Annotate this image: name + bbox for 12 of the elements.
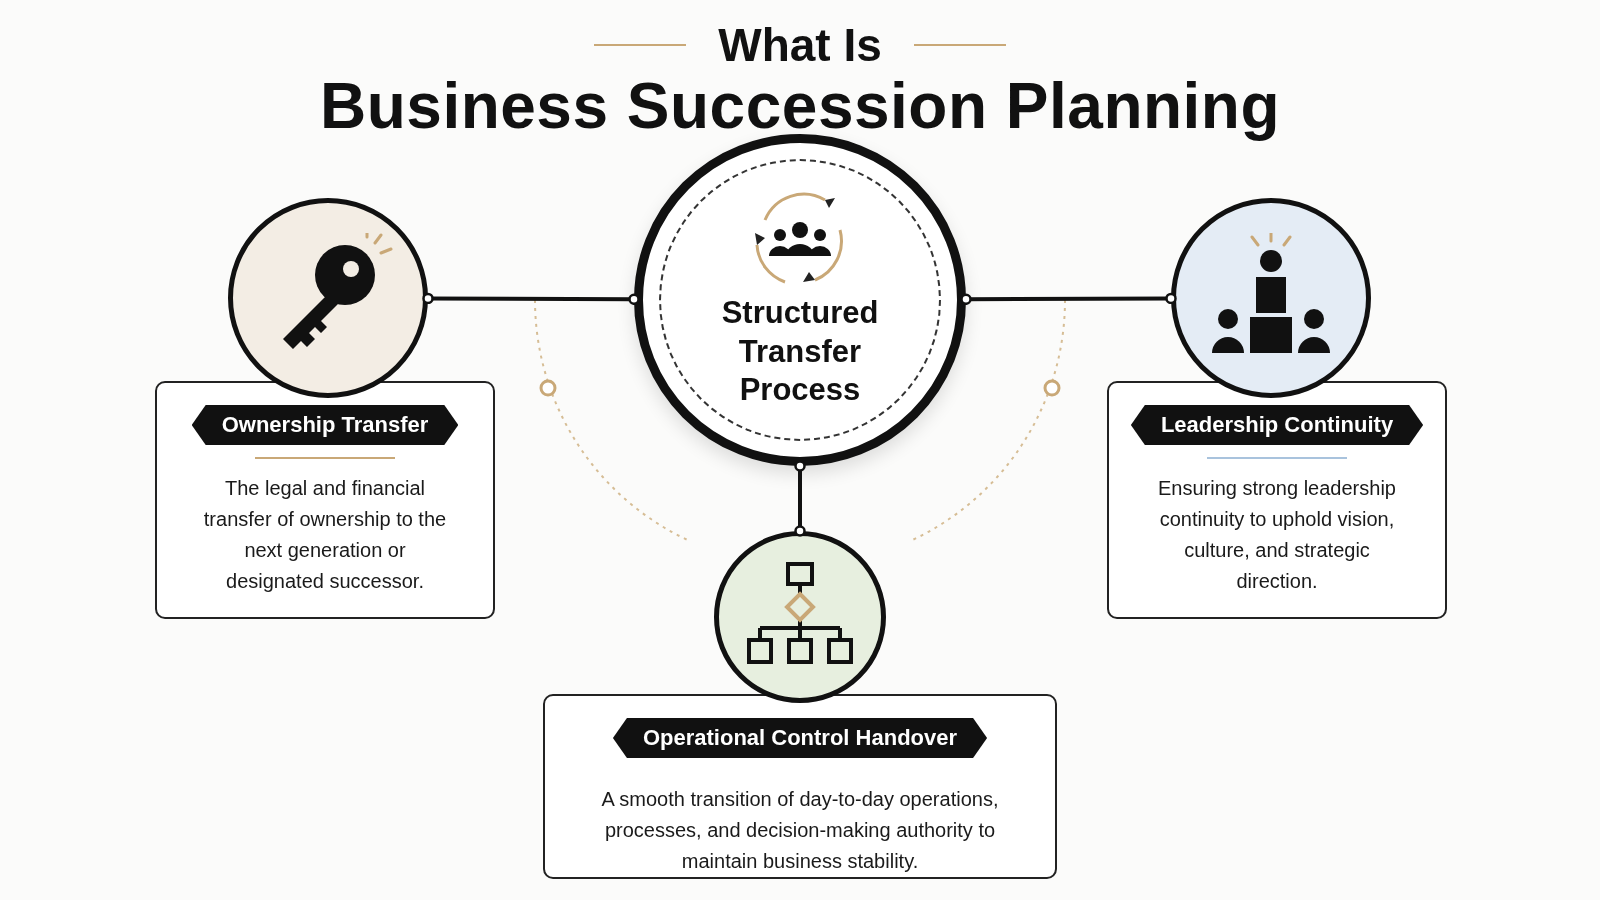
title: Business Succession Planning (319, 70, 1281, 141)
description-text: Ensuring strong leadership continuity to uphold vision, culture, and strategic direction. (1157, 476, 1397, 594)
info-card (1107, 381, 1447, 619)
heading-banner: Leadership Continuity (1130, 405, 1424, 445)
info-card (155, 381, 495, 619)
info-card (543, 694, 1057, 879)
title: What Is (718, 20, 882, 71)
heading-banner: Ownership Transfer (191, 405, 459, 445)
heading-banner: Operational Control Handover (612, 718, 988, 758)
description-text: The legal and financial transfer of ownership to the next generation or designated successor. (202, 476, 448, 594)
description-text: A smooth transition of day-to-day operations, processes, and decision-making authority to maintain business stability. (600, 787, 1000, 874)
hub-label: Structured Transfer Process (720, 293, 880, 410)
